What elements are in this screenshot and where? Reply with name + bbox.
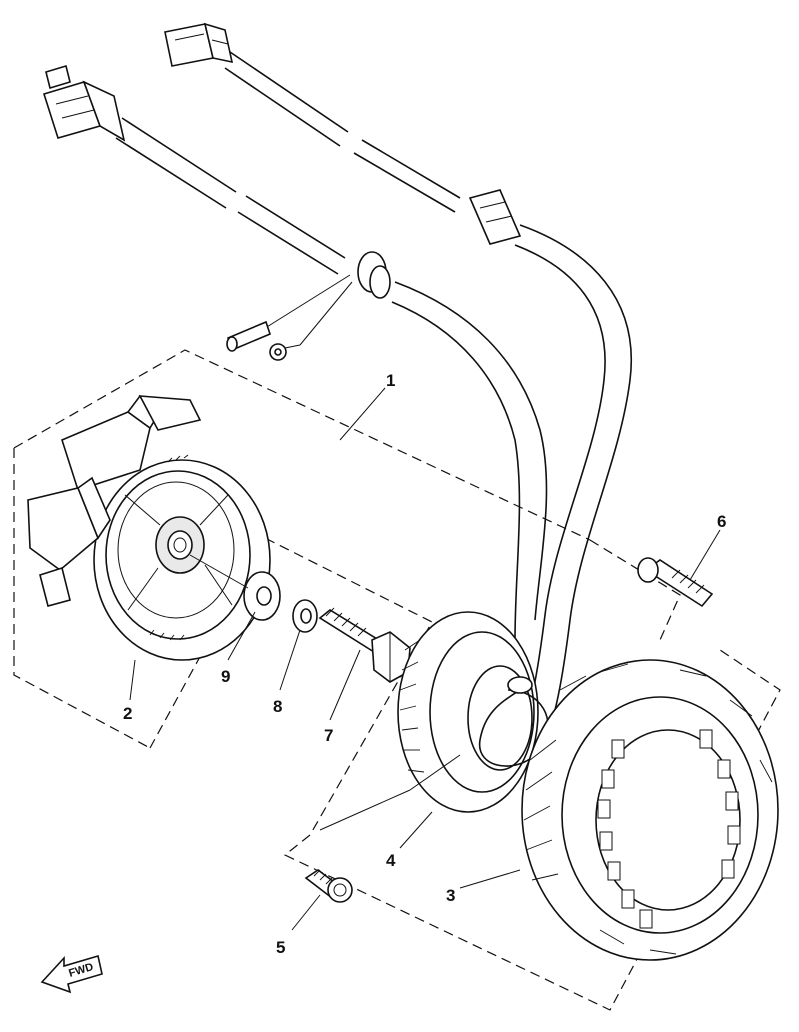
callout-4: 4 bbox=[386, 851, 396, 870]
washer bbox=[189, 554, 281, 621]
ring-terminal bbox=[269, 343, 301, 361]
assembly-boundary-1 bbox=[13, 349, 781, 1011]
leader-lines bbox=[129, 387, 721, 931]
callout-8: 8 bbox=[273, 697, 282, 716]
callout-6: 6 bbox=[717, 512, 726, 531]
callout-2: 2 bbox=[123, 704, 132, 723]
inline-connector bbox=[468, 189, 522, 245]
grommet bbox=[357, 251, 391, 299]
callout-labels: 1 2 3 4 5 6 7 8 9 bbox=[123, 371, 726, 957]
rotor-bolt bbox=[318, 607, 411, 683]
wire-harness bbox=[42, 22, 632, 711]
callout-5: 5 bbox=[276, 938, 285, 957]
pickup-screw bbox=[304, 869, 353, 903]
callout-3: 3 bbox=[446, 886, 455, 905]
fwd-arrow: FWD bbox=[40, 954, 103, 994]
callout-7: 7 bbox=[324, 726, 333, 745]
callout-1: 1 bbox=[386, 371, 395, 390]
pickup-coil bbox=[397, 611, 549, 813]
stator-screw bbox=[637, 557, 714, 608]
lock-washer bbox=[292, 599, 318, 633]
upper-connector bbox=[164, 22, 234, 67]
lower-connector bbox=[42, 64, 126, 142]
stator-coil bbox=[521, 659, 779, 961]
rotor-flywheel bbox=[27, 394, 271, 661]
bullet-terminal bbox=[226, 320, 271, 352]
callout-9: 9 bbox=[221, 667, 230, 686]
